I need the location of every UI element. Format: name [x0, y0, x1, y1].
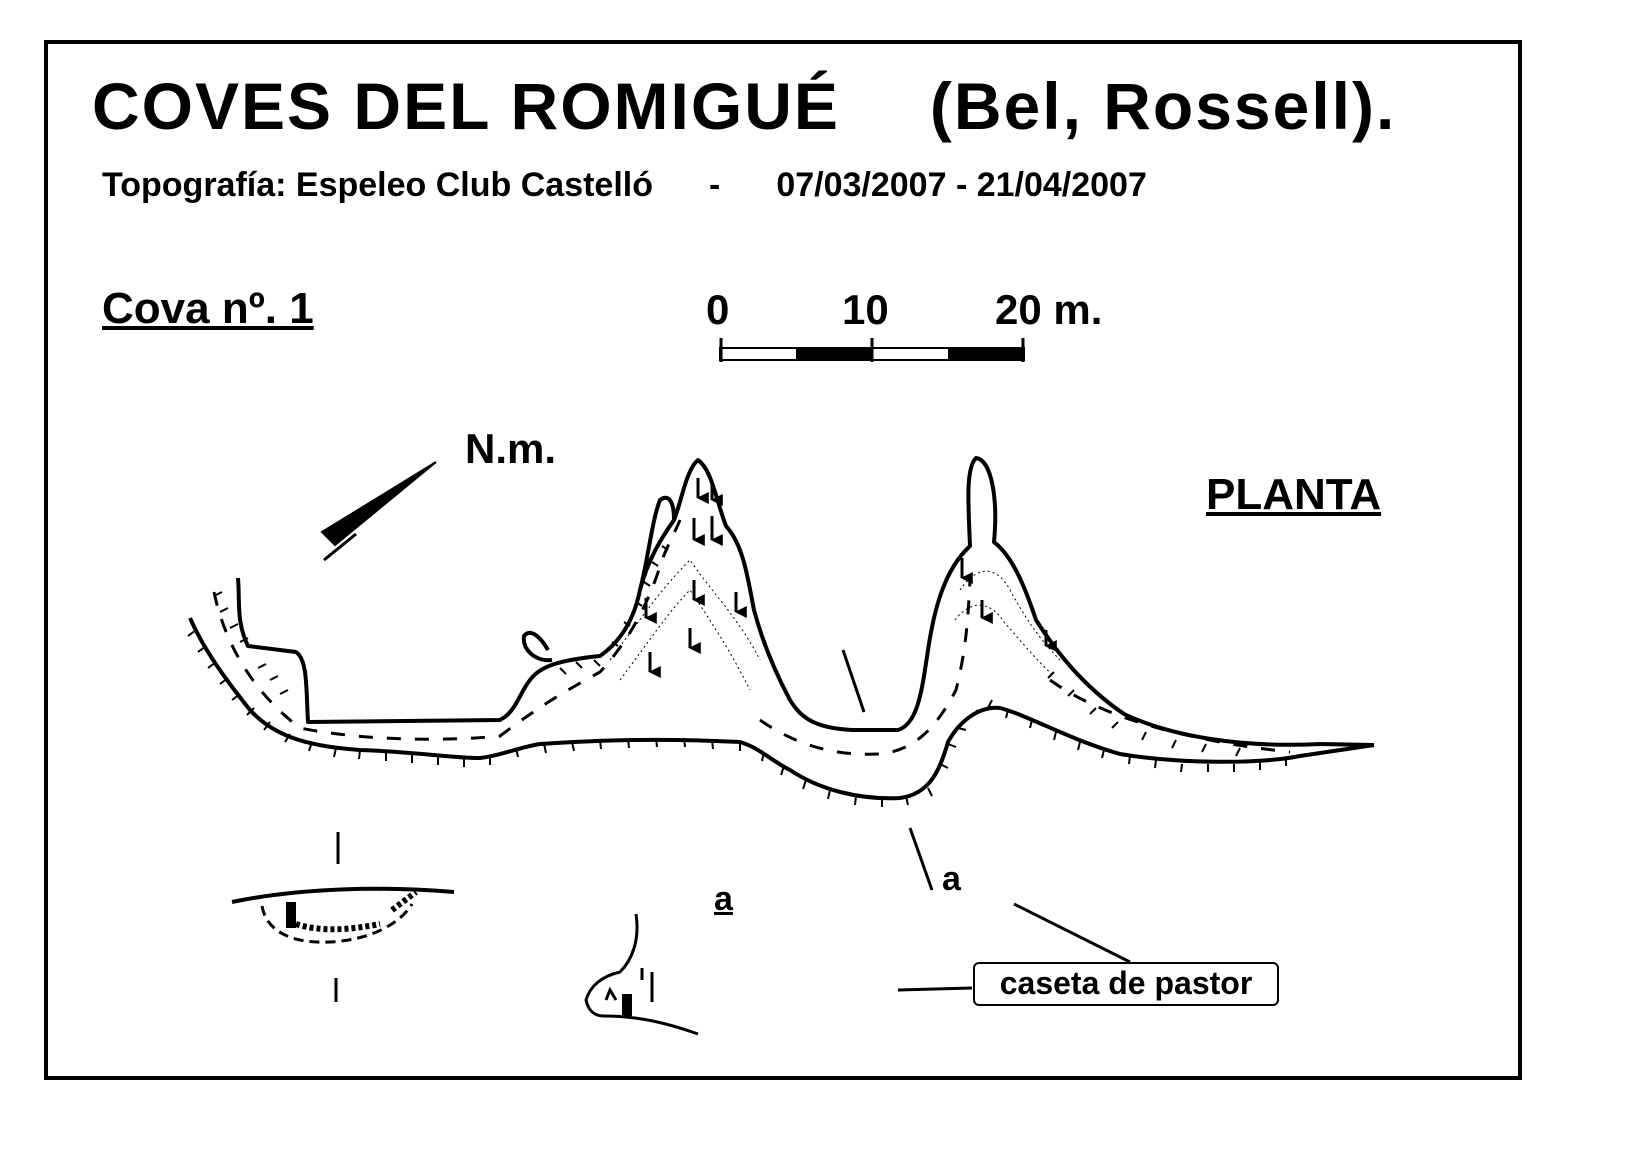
scale-label-10: 10 [842, 286, 889, 333]
scale-label-0: 0 [706, 286, 730, 333]
slope-arrows [644, 478, 1057, 678]
topography-credit: Topografía: Espeleo Club Castelló [102, 166, 653, 204]
cross-section-drawing [231, 832, 455, 1002]
cave-centerline [212, 519, 1291, 756]
shepherd-hut-drawing [584, 913, 699, 1036]
cave-location: (Bel, Rossell). [929, 69, 1397, 143]
cave-outer-wall [236, 456, 1375, 747]
section-label-right: a [942, 860, 961, 898]
section-cut-lines [841, 649, 934, 891]
scale-bar [719, 338, 1025, 362]
shepherd-hut-callout: caseta de pastor [973, 962, 1279, 1006]
map-title: COVES DEL ROMIGUÉ (Bel, Rossell). [92, 68, 1396, 144]
view-label: PLANTA [1206, 470, 1382, 519]
wall-hachures [187, 629, 1287, 807]
callout-leaders [897, 902, 1131, 992]
map-subtitle: Topografía: Espeleo Club Castelló - 07/03/… [102, 166, 1147, 205]
interior-contours [609, 559, 1061, 691]
section-label-left: a [714, 880, 733, 918]
ledge-marks [213, 545, 1241, 757]
scale-label-20: 20 m. [995, 286, 1103, 333]
cave-inner-wall [188, 617, 1375, 801]
subtitle-separator: - [709, 166, 721, 204]
side-pockets [521, 495, 676, 663]
cave-name: COVES DEL ROMIGUÉ [92, 69, 840, 143]
map-frame [44, 40, 1522, 1080]
north-label: N.m. [465, 425, 557, 472]
survey-dates: 07/03/2007 - 21/04/2007 [776, 166, 1147, 204]
cave-number-label: Cova nº. 1 [102, 284, 314, 333]
north-arrow-icon [320, 461, 437, 562]
